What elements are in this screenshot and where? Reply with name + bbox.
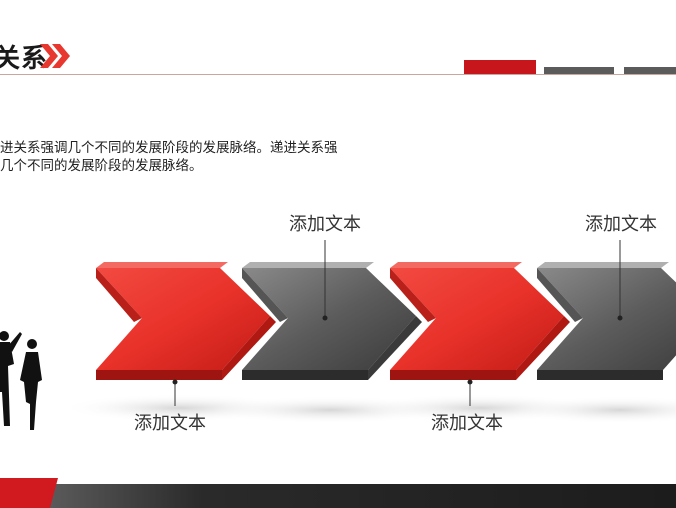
- header-tab-grey: [624, 67, 676, 74]
- chevron-step-1: [96, 262, 276, 380]
- chevron-step-4: [537, 262, 676, 380]
- description-line: 进关系强调几个不同的发展阶段的发展脉络。递进关系强: [0, 140, 338, 156]
- step-label-3: 添加文本: [431, 413, 503, 434]
- step-label-4: 添加文本: [585, 214, 657, 235]
- footer-red-accent: [0, 478, 58, 508]
- title-chevron-icon: [40, 44, 70, 68]
- header-tab-red: [464, 60, 536, 74]
- chevron-step-2: [242, 262, 422, 380]
- footer-bar: [0, 484, 676, 508]
- step-label-2: 添加文本: [289, 214, 361, 235]
- header-rule: [0, 74, 676, 75]
- chevron-step-3: [390, 262, 570, 380]
- progression-diagram: [60, 240, 676, 424]
- slide-title: 关系: [0, 44, 49, 74]
- business-people-silhouette: [0, 331, 42, 430]
- description-line: 几个不同的发展阶段的发展脉络。: [0, 158, 203, 174]
- description-text: 进关系强调几个不同的发展阶段的发展脉络。递进关系强 几个不同的发展阶段的发展脉络…: [0, 139, 372, 175]
- step-label-1: 添加文本: [134, 413, 206, 434]
- header-tab-grey: [544, 67, 614, 74]
